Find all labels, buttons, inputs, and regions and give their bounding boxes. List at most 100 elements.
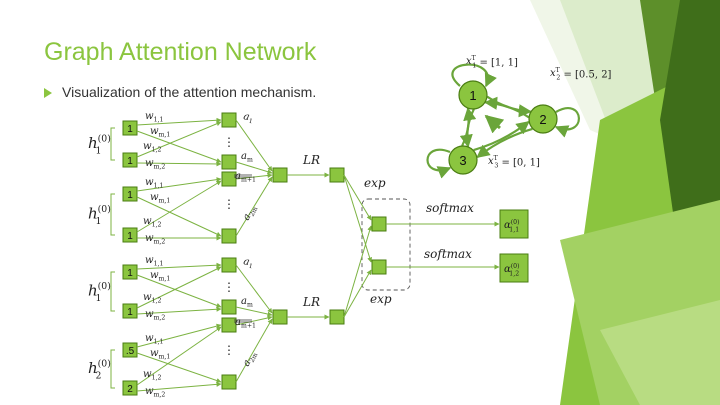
weight-label-w12-3-sub: 1,2 (152, 298, 162, 305)
weight-label-wm2-3: wm,2 (145, 309, 165, 322)
weight-label-wm2-2: wm,2 (145, 233, 165, 246)
input-value-2-1: 1 (127, 190, 133, 201)
weight-label-w11-1-sub: 1,1 (154, 117, 164, 124)
weight-label-wm2-1-sub: m,2 (154, 164, 166, 171)
output-label-1: α(0)1,1 (504, 219, 520, 234)
edge-lr1-exp2 (343, 174, 373, 263)
output-label-1-sub: 1,1 (509, 227, 519, 234)
weight-label-wm2-3-main: w (145, 309, 154, 320)
feature-value-1: = [1, 1] (476, 58, 518, 69)
edge-hidden-lr-2-2 (235, 306, 273, 317)
edge-w12-3 (136, 266, 222, 309)
output-label-2: α(0)1,2 (504, 263, 520, 278)
edge-w11-1 (136, 117, 222, 126)
h-label-1-sub: 1 (95, 145, 101, 156)
edge-hidden-lr-2-1 (235, 264, 273, 314)
input-value-3-2: 1 (127, 307, 133, 318)
weight-label-w12-2: w1,2 (143, 216, 161, 229)
input-value-4-2: 2 (127, 384, 133, 395)
weight-label-w11-3-sub: 1,1 (154, 261, 164, 268)
graph-node-label-3: 3 (459, 153, 466, 168)
edge-hidden-lr-2-4 (235, 318, 273, 383)
edge-hidden-lr-1-1 (235, 119, 273, 172)
graph-node-2 (528, 104, 558, 134)
input-bracket-4 (110, 349, 115, 389)
feature-label-2-sup: T (556, 67, 561, 74)
feature-label-1-main: x (466, 56, 472, 67)
h-label-4-sub: 2 (95, 370, 101, 381)
dots-top-1: ⋮ (223, 135, 235, 149)
output-label-2-sup: (0) (511, 263, 520, 270)
h-label-2: h(0)1 (88, 204, 111, 227)
weight-label-wm1-2-main: w (150, 192, 159, 203)
h-label-4-sup: (0) (98, 359, 111, 370)
edge-w11-4 (136, 323, 222, 348)
weight-label-w11-1-main: w (145, 111, 154, 122)
weight-label-w12-1: w1,2 (143, 141, 161, 154)
edge-w12-1 (136, 121, 222, 158)
graph-node-label-1: 1 (469, 88, 476, 103)
graph-edge-2 (483, 96, 530, 119)
lr-input-node-2 (272, 309, 288, 325)
weight-label-wm1-2: wm,1 (150, 192, 170, 205)
edge-wm2-1 (136, 161, 222, 167)
graph-node-label-2: 2 (539, 112, 546, 127)
softmax-label-1: softmax (426, 201, 474, 215)
feature-label-3-sub: 3 (494, 163, 498, 170)
label-a2m-1-main: a (241, 212, 254, 222)
dots-top-2: ⋮ (223, 280, 235, 294)
exp-label-top: exp (364, 176, 386, 190)
weight-label-wm2-4-main: w (145, 386, 154, 397)
label-am-1: am (241, 151, 253, 164)
label-am-2-main: a (241, 296, 247, 307)
weight-label-wm1-3-sub: m,1 (159, 276, 171, 283)
edge-w12-4 (136, 326, 222, 386)
output-label-2-sub: 1,2 (509, 271, 519, 278)
label-a2m-1: a2m (241, 203, 260, 223)
feature-label-1-sub: 1 (472, 63, 476, 70)
hidden-node-1-4 (221, 228, 237, 244)
weight-label-w11-4: w1,1 (145, 333, 163, 346)
weight-label-wm1-2-sub: m,1 (159, 198, 171, 205)
label-a2m-2-main: a (241, 358, 254, 368)
weight-label-w12-3-main: w (143, 292, 152, 303)
output-label-1-main: α (504, 220, 511, 231)
label-a2m-1-sub: 2m (249, 206, 260, 218)
label-a2m-2: a2m (241, 349, 260, 369)
feature-value-2: = [0.5, 2] (560, 70, 611, 81)
weight-label-w12-2-sub: 1,2 (152, 222, 162, 229)
slide-title: Graph Attention Network (44, 38, 317, 66)
feature-label-3-main: x (488, 156, 494, 167)
input-value-4-1: .5 (126, 346, 135, 357)
weight-label-w11-3-main: w (145, 255, 154, 266)
output-label-1-sup: (0) (511, 219, 520, 226)
graph-self-loop-3 (426, 148, 452, 179)
label-a2m-2-sub: 2m (249, 352, 260, 364)
dots-bottom-2: ⋮ (223, 343, 235, 357)
weight-label-wm2-1-main: w (145, 158, 154, 169)
lr-input-node-1 (272, 167, 288, 183)
h-label-2-main: h (88, 205, 98, 223)
label-a1-2-main: a (242, 256, 250, 268)
weight-label-wm1-1-sub: m,1 (159, 132, 171, 139)
hidden-node-2-4 (221, 374, 237, 390)
label-am-1-main: a (241, 151, 247, 162)
h-label-3-sub: 1 (95, 293, 101, 304)
weight-label-wm2-4: wm,2 (145, 386, 165, 399)
h-label-3-sup: (0) (98, 281, 111, 292)
input-box-4-2 (122, 380, 138, 396)
softmax-dashed-box (361, 198, 411, 291)
feature-label-2-main: x (550, 68, 556, 79)
weight-label-wm2-2-sub: m,2 (154, 239, 166, 246)
label-am1-2-main: a (235, 317, 241, 328)
hidden-node-2-3 (221, 317, 237, 333)
bullet-item: Visualization of the attention mechanism… (44, 84, 316, 100)
edge-lr2-exp1 (343, 225, 373, 318)
lr-label-1: LR (302, 153, 320, 167)
